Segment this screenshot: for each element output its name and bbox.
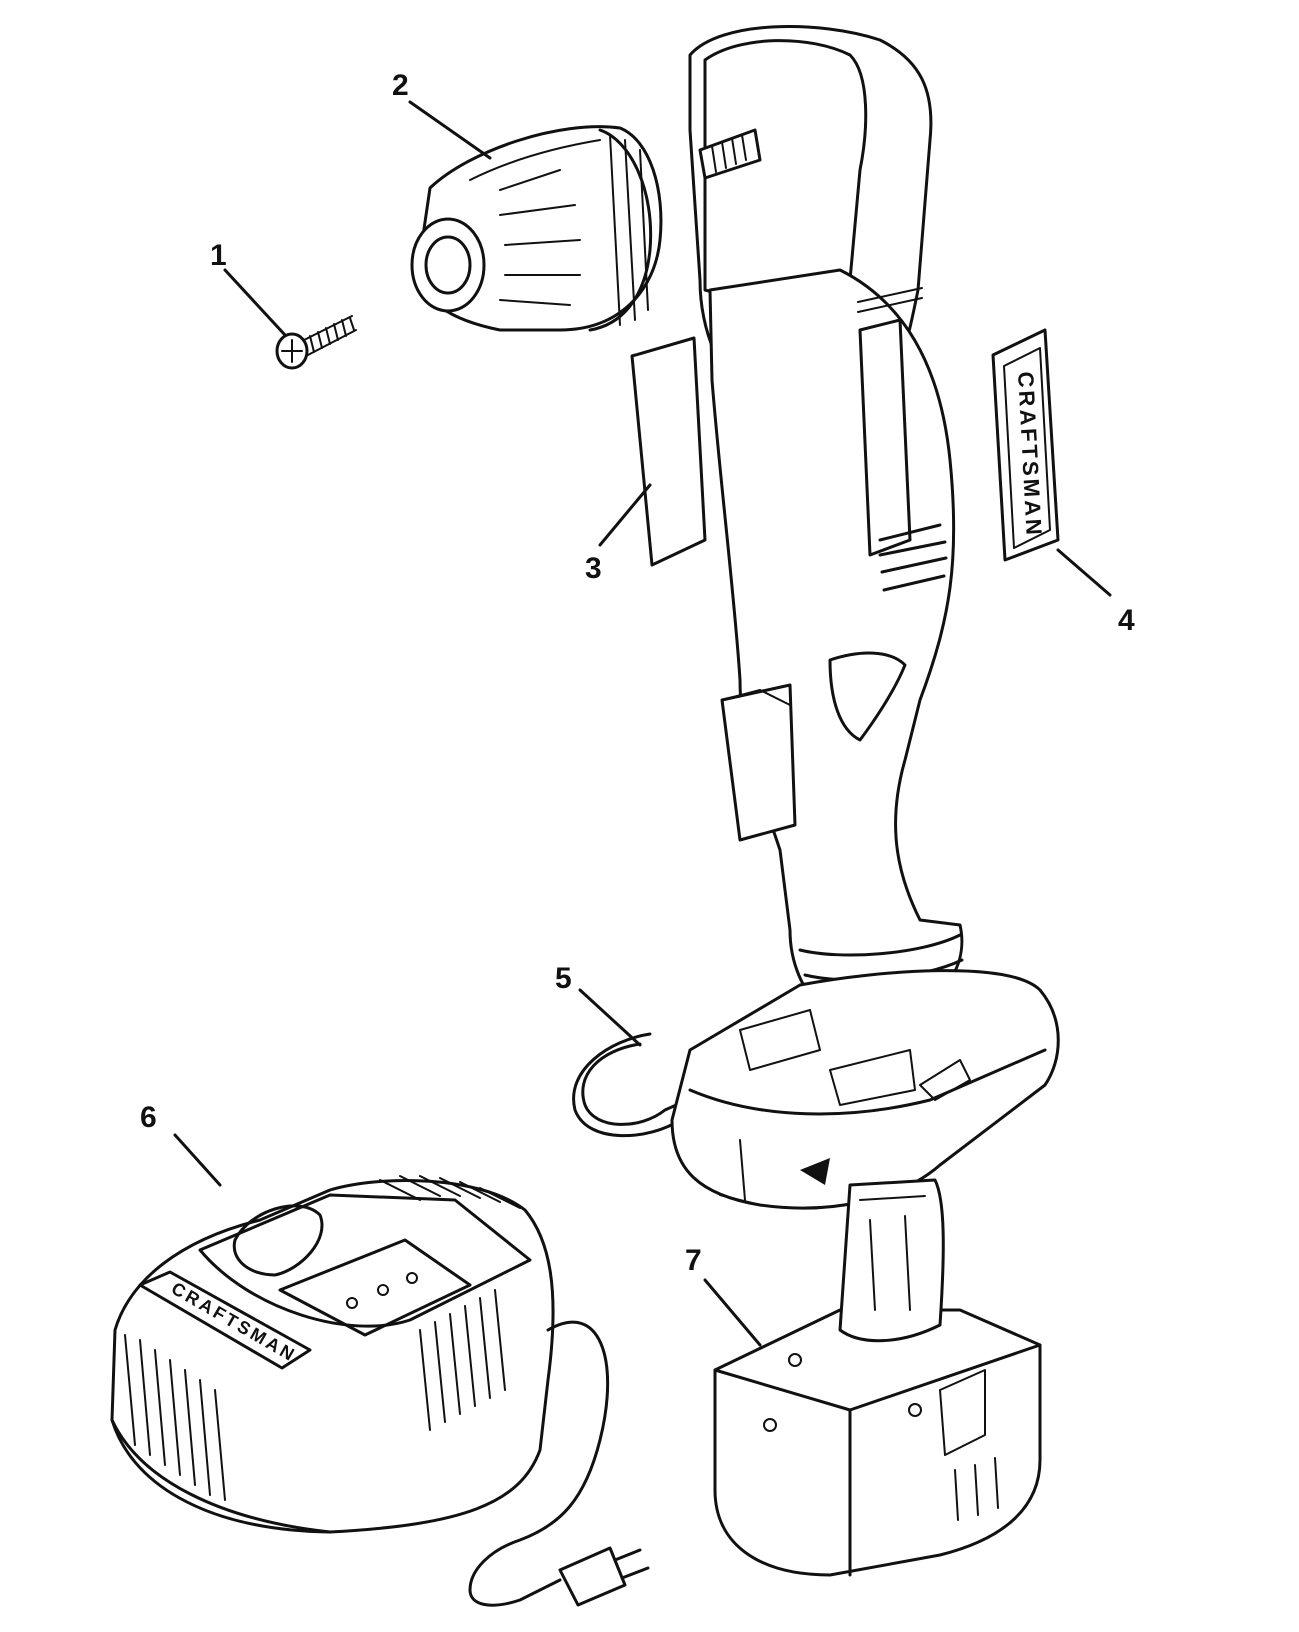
drill-body: [688, 25, 964, 1022]
callout-5: 5: [555, 962, 572, 995]
callout-7: 7: [685, 1244, 702, 1277]
callout-6: 6: [140, 1101, 157, 1134]
part-1-screw: [275, 315, 357, 370]
callout-4: 4: [1118, 604, 1135, 637]
callout-3: 3: [585, 552, 602, 585]
drill-base: [670, 969, 1060, 1210]
callout-leaders: [223, 100, 492, 337]
callout-numbers: 1 2 3 4 5 6 7: [140, 69, 1135, 1277]
part-4-craftsman-decal: CRAFTSMAN: [991, 328, 1112, 597]
callout-1: 1: [210, 239, 227, 272]
part-7-battery: [703, 1178, 1042, 1577]
part-6-charger: CRAFTSMAN: [110, 1133, 650, 1607]
callout-2: 2: [392, 69, 409, 102]
part-3-decal: [598, 336, 707, 567]
part-2-chuck: [410, 125, 663, 332]
